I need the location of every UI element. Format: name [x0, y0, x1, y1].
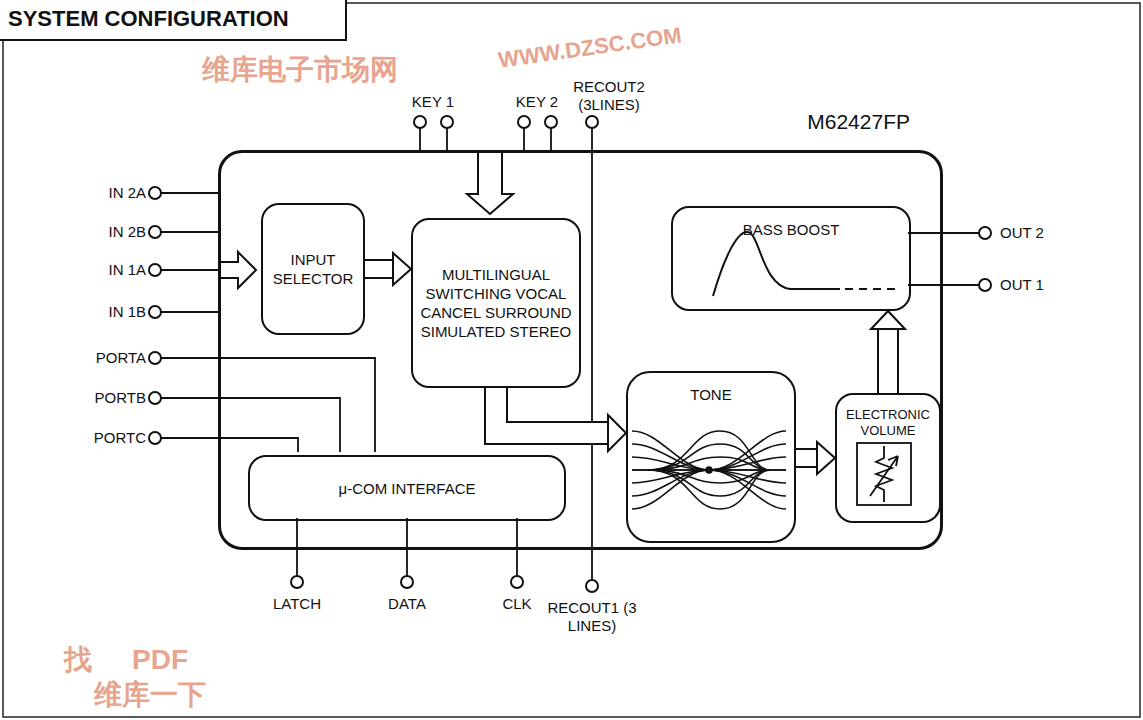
- node-label: TONE: [690, 385, 731, 404]
- tone-curve: [632, 444, 786, 470]
- tone-curve: [632, 470, 786, 496]
- pin-name: IN 1A: [108, 261, 146, 279]
- block-arrow: [365, 253, 411, 285]
- node-label: INPUT SELECTOR: [269, 250, 357, 288]
- bass-boost-block: BASS BOOST: [671, 206, 911, 311]
- pin-name: RECOUT2 (3LINES): [554, 78, 664, 114]
- tone-curve: [632, 470, 786, 509]
- node-label: MULTILINGUAL SWITCHING VOCAL CANCEL SURR…: [419, 265, 573, 341]
- arrow-body-outline: [365, 259, 394, 279]
- pin-name: IN 2A: [108, 184, 146, 202]
- watermark-text: 维库电子市场网: [202, 54, 398, 86]
- watermark-text: 维库一下: [94, 679, 206, 711]
- page-frame: [3, 3, 1140, 717]
- pin-name: PORTB: [95, 389, 146, 407]
- pin-name: CLK: [502, 595, 531, 613]
- tone-curve: [648, 431, 770, 470]
- arrow-head: [871, 311, 905, 329]
- node-label: BASS BOOST: [743, 220, 840, 239]
- bass-curve: [713, 232, 895, 296]
- pin-name: LATCH: [273, 595, 321, 613]
- wires: [161, 128, 979, 580]
- pin-name: KEY 2: [516, 93, 558, 111]
- volume-block: ELECTRONIC VOLUME: [835, 393, 941, 523]
- tone-block: TONE: [626, 371, 796, 543]
- input-arrow: [220, 252, 256, 288]
- arrow-body-fill: [365, 261, 394, 277]
- pin-terminals: [149, 116, 991, 592]
- tone-curve: [648, 470, 770, 509]
- arrow-body-outline: [496, 388, 609, 433]
- tone-curve: [632, 431, 786, 470]
- pin-name: RECOUT1 (3 LINES): [537, 599, 647, 635]
- arrow-head: [393, 253, 411, 285]
- pin-name: OUT 1: [1000, 276, 1044, 294]
- interface-block: μ-COM INTERFACE: [248, 455, 566, 521]
- block-arrow: [871, 311, 905, 393]
- watermark-text: PDF: [132, 644, 188, 676]
- watermark-text: WWW.DZSC.COM: [496, 19, 683, 76]
- ic-package: M62427FPINPUT SELECTORMULTILINGUAL SWITC…: [218, 150, 943, 550]
- arrow-head: [817, 442, 835, 474]
- arrow-body-fill: [496, 388, 609, 433]
- pin-name: IN 1B: [108, 303, 146, 321]
- pin-name: IN 2B: [108, 223, 146, 241]
- arrow-body-fill: [879, 328, 897, 393]
- pin-name: PORTA: [96, 349, 146, 367]
- tone-curve: [648, 444, 770, 470]
- watermark-text: 找: [64, 644, 92, 676]
- volume-symbol: [857, 443, 911, 505]
- pin-name: OUT 2: [1000, 224, 1044, 242]
- node-label: M62427FP: [807, 109, 910, 135]
- arrow-body-outline: [796, 448, 818, 468]
- arrow-body-fill: [796, 450, 818, 466]
- block-arrow: [796, 442, 835, 474]
- node-label: μ-COM INTERFACE: [339, 479, 476, 498]
- diagram-title: SYSTEM CONFIGURATION: [0, 0, 347, 41]
- tone-curves: [632, 431, 786, 509]
- key-arrow: [467, 152, 513, 214]
- tone-center-dot: [706, 467, 712, 473]
- node-label: ELECTRONIC VOLUME: [843, 407, 933, 439]
- arrow-head: [608, 415, 626, 451]
- block-arrow: [496, 388, 626, 451]
- pin-name: PORTC: [94, 429, 146, 447]
- input-selector-block: INPUT SELECTOR: [261, 203, 365, 335]
- pin-name: DATA: [388, 595, 426, 613]
- processing-block: MULTILINGUAL SWITCHING VOCAL CANCEL SURR…: [411, 218, 581, 388]
- pin-name: KEY 1: [412, 93, 454, 111]
- arrow-body-outline: [877, 328, 899, 393]
